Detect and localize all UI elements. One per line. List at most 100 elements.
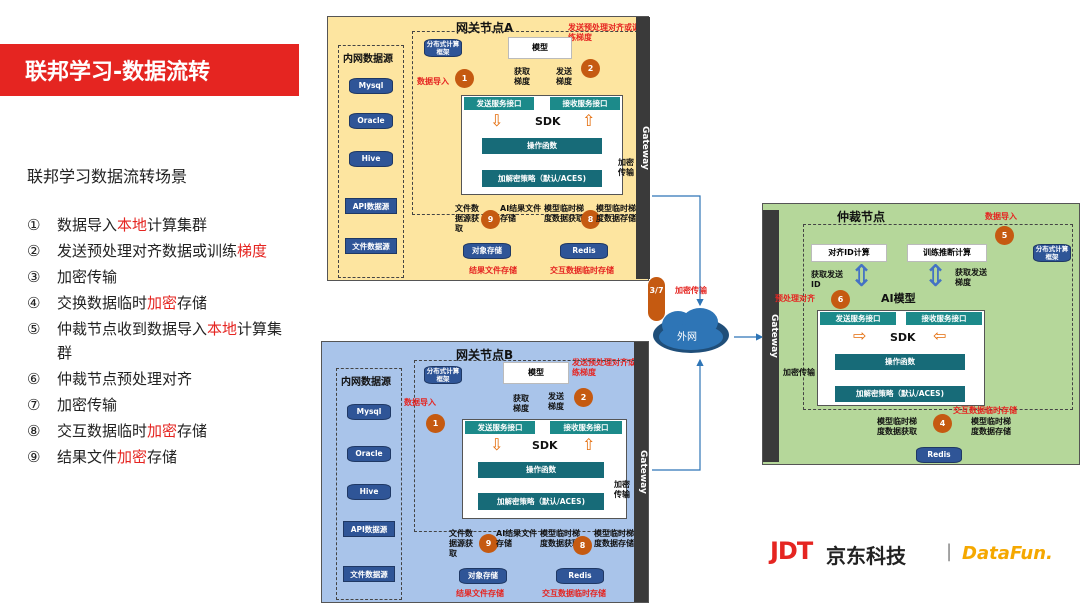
step-number: ② [27,242,41,260]
step-text-post: 计算集群 [57,320,283,362]
gateway-a-hive: Hive [349,151,393,167]
cloud-step-3-7: 3/7 [648,277,665,321]
gateway-a-down-arrow: ⇩ [490,111,504,130]
gateway-a-oracle: Oracle [349,113,393,129]
gateway-a-source-box: 内网数据源 Mysql Oracle Hive API数据源 文件数据源 [338,45,404,278]
gateway-a-send-pre-label: 发送预处理对齐或训练梯度 [568,23,640,42]
step-number: ⑨ [27,448,41,466]
gateway-b-model: 模型 [503,362,569,384]
step-text: 发送预处理对齐数据或训练梯度 [57,239,267,263]
step-text: 结果文件加密存储 [57,445,177,469]
jd-tech-logo: 京东科技 [826,544,906,568]
gateway-b-import-label: 数据导入 [404,398,436,407]
gateway-b-step-8: 8 [573,536,592,555]
gateway-a-step-1: 1 [455,69,474,88]
arb-send-interface: 发送服务接口 [820,312,896,325]
arb-left-updown-arrow: ⇕ [849,259,875,294]
step-text-pre: 结果文件 [57,448,118,466]
step-text: 交换数据临时加密存储 [57,291,207,315]
gateway-b-step-2: 2 [574,388,593,407]
gateway-b-result-label: 结果文件存储 [456,589,504,598]
gateway-a-model: 模型 [508,37,572,59]
gateway-b-enc-trans-label: 加密传输 [614,480,630,499]
gateway-b-send-interface: 发送服务接口 [465,421,535,434]
arbitration-node-panel: Gateway 仲裁节点 数据导入 5 分布式计算框架 对齐ID计算 训练推断计… [762,203,1080,465]
gateway-b-step-1: 1 [426,414,445,433]
gateway-a-up-arrow: ⇧ [582,111,596,130]
cloud-label: 外网 [677,332,697,343]
step-number: ③ [27,268,41,286]
arb-get-id-label: 获取发送ID [811,270,843,289]
step-text-highlight: 加密 [147,294,178,312]
gateway-a-mysql: Mysql [349,78,393,94]
gateway-a-step-8: 8 [581,210,600,229]
step-number: ⑦ [27,396,41,414]
gateway-b-source-box: 内网数据源 Mysql Oracle Hive API数据源 文件数据源 [336,368,402,600]
gateway-b-enc-policy: 加解密策略（默认/ACES) [478,493,604,510]
arb-recv-interface: 接收服务接口 [906,312,982,325]
step-number: ⑧ [27,422,41,440]
gateway-a-step-9: 9 [481,210,500,229]
gateway-a-gateway: Gateway [636,17,650,279]
gateway-a-get-grad-label: 获取梯度 [514,67,530,86]
page-title: 联邦学习-数据流转 [0,44,299,96]
arb-redis: Redis [916,447,962,463]
step-text: 加密传输 [57,393,117,417]
gateway-node-b-panel: 网关节点B 发送预处理对齐或训练梯度 内网数据源 Mysql Oracle Hi… [321,341,649,603]
gateway-b-title: 网关节点B [456,348,514,362]
step-item: ⑦ 加密传输 [27,393,297,417]
cloud-enc-label: 加密传输 [675,286,707,295]
step-text: 交互数据临时加密存储 [57,419,207,443]
step-text-highlight: 本地 [207,320,238,338]
gateway-b-get-grad-label: 获取梯度 [513,394,529,413]
arb-enc-policy: 加解密策略（默认/ACES) [835,386,965,402]
arb-get-grad-label: 获取发送梯度 [955,268,987,287]
arb-up-arrow: ⇦ [933,326,947,345]
gateway-a-enc-trans-label: 加密传输 [618,158,634,177]
gateway-b-gateway: Gateway [634,342,648,602]
gateway-a-import-label: 数据导入 [417,77,449,86]
gateway-a-object-storage: 对象存储 [463,243,511,259]
step-text-highlight: 梯度 [237,242,268,260]
step-item: ⑧ 交互数据临时加密存储 [27,419,297,443]
step-text-pre: 仲裁节点预处理对齐 [57,370,193,388]
gateway-a-step-2: 2 [581,59,600,78]
arb-step-6: 6 [831,290,850,309]
gateway-a-result-label: 结果文件存储 [469,266,517,275]
arb-train-infer: 训练推断计算 [907,244,987,262]
arb-compute-box [803,224,1073,410]
step-text-pre: 交换数据临时 [57,294,148,312]
gateway-b-object-storage: 对象存储 [459,568,507,584]
step-text-post: 存储 [177,422,208,440]
step-text-highlight: 加密 [117,448,148,466]
arb-gateway: Gateway [763,210,779,462]
gateway-b-ai-label: AI结果文件存储 [496,529,538,548]
gateway-b-down-arrow: ⇩ [490,435,504,454]
arb-exchange-label: 交互数据临时存储 [953,406,1017,415]
scene-subtitle: 联邦学习数据流转场景 [27,167,188,186]
gateway-b-sdk-label: SDK [532,439,558,452]
gateway-b-recv-interface: 接收服务接口 [550,421,622,434]
cloud-icon [653,308,729,353]
arb-model-store-label: 模型临时梯度数据存储 [971,417,1011,436]
gateway-b-send-pre-label: 发送预处理对齐或训练梯度 [572,358,644,377]
gateway-a-exchange-label: 交互数据临时存储 [550,266,614,275]
step-text: 仲裁节点收到数据导入本地计算集群 [57,317,297,365]
step-text-pre: 发送预处理对齐数据或训练 [57,242,238,260]
step-text: 加密传输 [57,265,117,289]
step-number: ⑤ [27,320,41,338]
arb-pre-label: 预处理对齐 [775,294,815,303]
gateway-b-send-grad-label: 发送梯度 [548,392,564,411]
gateway-b-op-func: 操作函数 [478,462,604,478]
step-number: ④ [27,294,41,312]
step-text-pre: 交互数据临时 [57,422,148,440]
gateway-b-api-source: API数据源 [343,521,395,537]
gateway-b-hive: Hive [347,484,391,500]
gateway-a-ai-label: AI结果文件存储 [500,204,542,223]
step-item: ④ 交换数据临时加密存储 [27,291,297,315]
gateway-node-a-panel: 网关节点A 发送预处理对齐或训练梯度 内网数据源 Mysql Oracle Hi… [327,16,650,281]
gateway-b-file-source: 文件数据源 [343,566,395,582]
gateway-a-file-source: 文件数据源 [345,238,397,254]
